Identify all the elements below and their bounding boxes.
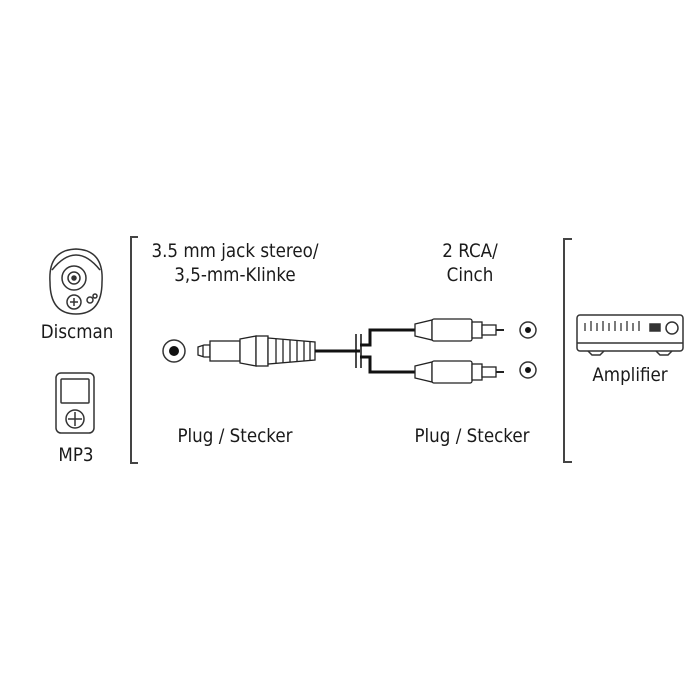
right-bracket [563, 238, 572, 463]
mp3-player-icon [55, 372, 95, 434]
jack-title-line1: 3.5 mm jack stereo/ [151, 240, 319, 262]
jack-title-line2: 3,5-mm-Klinke [174, 264, 296, 286]
rca-plug-icon [414, 318, 504, 384]
rca-title-line2: Cinch [446, 264, 494, 286]
amplifier-icon [576, 314, 684, 356]
rca-socket-icon [519, 321, 537, 379]
left-plug-label: Plug / Stecker [177, 425, 293, 447]
discman-icon [49, 248, 103, 315]
left-bracket [130, 236, 138, 464]
cable-icon [315, 328, 415, 374]
discman-label: Discman [40, 321, 114, 343]
right-plug-label: Plug / Stecker [414, 425, 530, 447]
jack-socket-icon [162, 339, 186, 363]
mp3-label: MP3 [58, 444, 94, 466]
rca-title-line1: 2 RCA/ [442, 240, 498, 262]
amplifier-label: Amplifier [592, 364, 668, 386]
jack-plug-icon [197, 335, 316, 367]
